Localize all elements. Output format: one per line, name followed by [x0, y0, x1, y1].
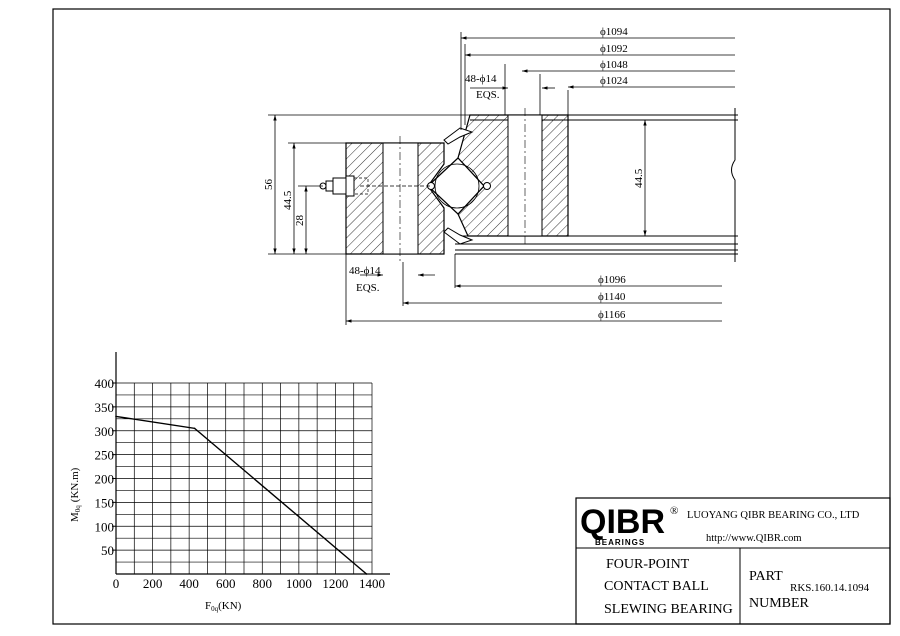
desc-line-1: FOUR-POINT [606, 557, 690, 572]
hole-bottom-spec: 48-ϕ14 [349, 265, 381, 277]
x-tick-label: 400 [179, 576, 199, 591]
height-total: 56 [263, 179, 275, 191]
part-label: PART [749, 569, 783, 584]
chart-y-label: M0q (KN.m) [69, 467, 82, 522]
load-curve-point [365, 573, 368, 575]
x-tick-label: 1000 [286, 576, 312, 591]
dim-bottom-1: ϕ1140 [598, 291, 626, 303]
x-tick-label: 1400 [359, 576, 385, 591]
y-tick-label: 100 [95, 519, 115, 534]
chart-axes [115, 352, 390, 575]
hole-top-spec: 48-ϕ14 [465, 73, 497, 85]
load-chart: 0 200 400 600 800 1000 1200 1400 400 350 300 250 20… [69, 352, 390, 613]
dim-top-2: ϕ1048 [600, 59, 628, 71]
logo-subtitle: BEARINGS [595, 538, 645, 547]
desc-line-3: SLEWING BEARING [604, 602, 733, 617]
dim-bottom-2: ϕ1166 [598, 309, 626, 321]
x-tick-label: 0 [113, 576, 120, 591]
chart-y-ticks: 400 350 300 250 200 150 100 50 [95, 376, 116, 558]
dim-bottom-0: ϕ1096 [598, 274, 626, 286]
hole-bottom-eqs: EQS. [356, 282, 380, 294]
dim-top-3: ϕ1024 [600, 75, 628, 87]
y-tick-label: 250 [95, 448, 115, 463]
chart-series [115, 415, 368, 575]
number-label: NUMBER [749, 596, 810, 611]
desc-line-2: CONTACT BALL [604, 579, 709, 594]
height-low: 28 [294, 215, 306, 227]
x-tick-label: 600 [216, 576, 236, 591]
load-curve-point [193, 427, 196, 430]
company-website: http://www.QIBR.com [706, 533, 802, 544]
chart-grid [116, 382, 373, 574]
dimension-labels: ϕ1094 ϕ1092 ϕ1048 ϕ1024 48-ϕ14 EQS. ϕ109… [263, 26, 645, 321]
y-tick-label: 300 [95, 424, 115, 439]
y-tick-label: 150 [95, 495, 115, 510]
part-number: RKS.160.14.1094 [790, 582, 870, 594]
x-label-subscript: 0q [211, 605, 219, 613]
registered-mark: ® [670, 505, 678, 517]
dimension-lines [268, 32, 735, 325]
x-label-unit: (KN) [218, 600, 242, 612]
height-outer: 44.5 [282, 190, 294, 210]
logo-wordmark: QIBR [580, 503, 665, 541]
chart-x-ticks: 0 200 400 600 800 1000 1200 1400 [113, 576, 385, 591]
y-label-symbol: M [69, 512, 81, 522]
bearing-cross-section [319, 108, 738, 262]
dim-top-1: ϕ1092 [600, 43, 628, 55]
chart-x-label: F0q(KN) [205, 600, 242, 613]
y-tick-label: 400 [95, 376, 115, 391]
x-tick-label: 800 [253, 576, 273, 591]
company-logo: QIBR BEARINGS ® [580, 503, 678, 547]
x-label-symbol: F [205, 600, 211, 612]
y-tick-label: 200 [95, 472, 115, 487]
load-curve-point [115, 415, 117, 418]
y-tick-label: 350 [95, 400, 115, 415]
y-tick-label: 50 [101, 543, 114, 558]
x-tick-label: 200 [143, 576, 163, 591]
company-name: LUOYANG QIBR BEARING CO., LTD [687, 510, 860, 521]
title-block [575, 497, 891, 625]
hole-top-eqs: EQS. [476, 89, 500, 101]
drawing-frame [52, 8, 891, 625]
dim-top-0: ϕ1094 [600, 26, 628, 38]
y-label-unit: (KN.m) [69, 467, 81, 502]
x-tick-label: 1200 [322, 576, 348, 591]
height-inner-right: 44.5 [633, 168, 645, 188]
y-label-subscript: 0q [74, 505, 82, 513]
